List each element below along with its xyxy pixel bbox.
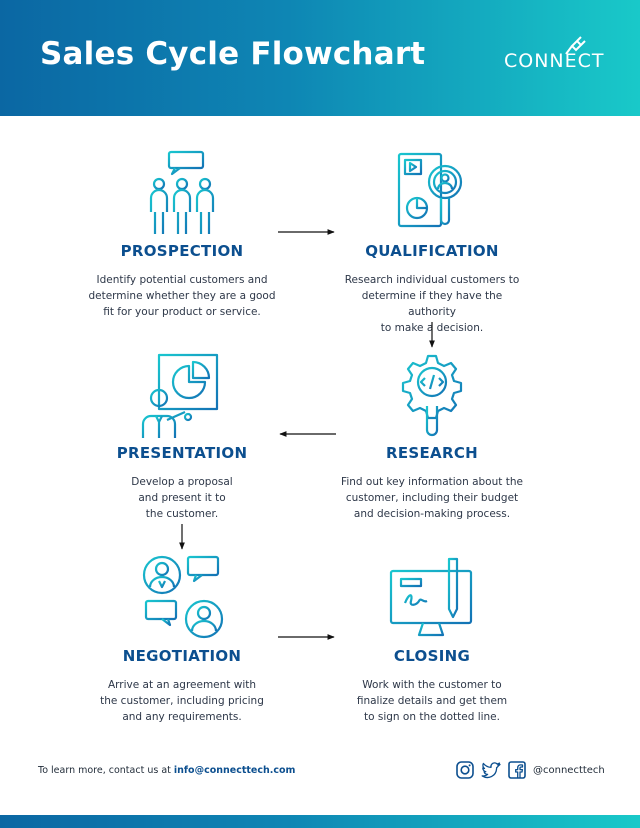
team-chat-icon: [149, 150, 215, 234]
desc-line: and decision-making process.: [353, 508, 511, 520]
logo-text: CONNECT: [504, 50, 605, 72]
footer-contact: To learn more, contact us at info@connec…: [38, 765, 295, 776]
desc-line: Identify potential customers and: [96, 274, 268, 286]
desc-line: Find out key information about the: [341, 476, 523, 488]
desc-line: Arrive at an agreement with: [107, 679, 257, 691]
step-description: Research individual customers to determi…: [337, 272, 527, 336]
magnifier-profile-icon: [397, 152, 463, 228]
desc-line: to sign on the dotted line.: [364, 711, 500, 723]
desc-line: and present it to: [138, 492, 226, 504]
arrow-qualification-to-research: [429, 322, 435, 348]
social-handle: @connecttech: [533, 765, 605, 776]
step-qualification: QUALIFICATION Research individual custom…: [312, 150, 552, 336]
step-description: Develop a proposal and present it to the…: [87, 474, 277, 522]
twitter-icon[interactable]: [481, 760, 501, 780]
step-title: PROSPECTION: [120, 242, 244, 260]
step-research: RESEARCH Find out key information about …: [312, 352, 552, 522]
step-title: PRESENTATION: [116, 444, 248, 462]
plug-icon: [565, 36, 586, 55]
footer-gradient-bar: [0, 815, 640, 828]
desc-line: Research individual customers to: [344, 274, 520, 286]
presenter-chart-icon: [141, 353, 219, 438]
step-closing: CLOSING Work with the customer to finali…: [312, 555, 552, 725]
step-description: Arrive at an agreement with the customer…: [87, 677, 277, 725]
arrow-negotiation-to-closing: [278, 634, 335, 640]
header-banner: Sales Cycle Flowchart CONNECT: [0, 0, 640, 116]
desc-line: the customer, including pricing: [100, 695, 264, 707]
desc-line: determine whether they are a good: [88, 290, 276, 302]
step-title: NEGOTIATION: [122, 647, 242, 665]
arrow-prospection-to-qualification: [278, 229, 335, 235]
desc-line: finalize details and get them: [356, 695, 508, 707]
desc-line: Work with the customer to: [362, 679, 502, 691]
desc-line: and any requirements.: [122, 711, 242, 723]
step-title: CLOSING: [393, 647, 471, 665]
desc-line: customer, including their budget: [345, 492, 519, 504]
arrow-presentation-to-negotiation: [179, 524, 185, 550]
contact-prefix: To learn more, contact us at: [38, 765, 174, 776]
step-title: QUALIFICATION: [365, 242, 499, 260]
step-description: Work with the customer to finalize detai…: [337, 677, 527, 725]
step-negotiation: NEGOTIATION Arrive at an agreement with …: [62, 555, 302, 725]
page-title: Sales Cycle Flowchart: [40, 36, 426, 72]
desc-line: determine if they have the authority: [361, 290, 503, 318]
facebook-icon[interactable]: [507, 760, 527, 780]
desc-line: Develop a proposal: [131, 476, 233, 488]
conversation-icon: [142, 555, 224, 639]
desc-line: the customer.: [145, 508, 219, 520]
instagram-icon[interactable]: [455, 760, 475, 780]
step-title: RESEARCH: [386, 444, 478, 462]
step-description: Find out key information about the custo…: [337, 474, 527, 522]
arrow-research-to-presentation: [279, 431, 336, 437]
step-prospection: PROSPECTION Identify potential customers…: [62, 150, 302, 320]
step-description: Identify potential customers and determi…: [87, 272, 277, 320]
connect-logo: CONNECT: [504, 30, 604, 78]
desc-line: fit for your product or service.: [103, 306, 261, 318]
step-presentation: PRESENTATION Develop a proposal and pres…: [62, 352, 302, 522]
gear-code-icon: [401, 354, 463, 437]
signing-screen-icon: [389, 557, 473, 639]
contact-email-link[interactable]: info@connecttech.com: [173, 765, 296, 776]
